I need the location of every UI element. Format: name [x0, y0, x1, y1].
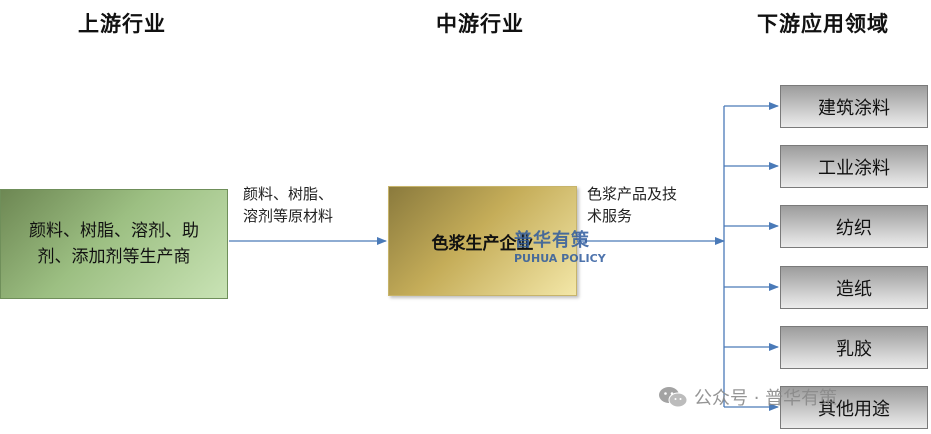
header-downstream: 下游应用领域 [757, 12, 889, 36]
midstream-arrow-label-line2: 术服务 [587, 207, 633, 225]
upstream-node: 颜料、树脂、溶剂、助剂、添加剂等生产商 [0, 189, 228, 299]
midstream-node: 色浆生产企业 [388, 186, 577, 296]
wechat-icon [659, 387, 688, 408]
downstream-item-label: 建筑涂料 [818, 97, 890, 119]
footer-text: 公众号 · 普华有策 [694, 388, 838, 409]
downstream-item-industrial-coatings: 工业涂料 [780, 145, 928, 188]
downstream-item-building-coatings: 建筑涂料 [780, 85, 928, 128]
upstream-arrow-label-line2: 溶剂等原材料 [243, 207, 334, 225]
downstream-item-label: 工业涂料 [818, 157, 890, 179]
upstream-arrow-label-line1: 颜料、树脂、 [243, 185, 334, 203]
header-upstream: 上游行业 [78, 12, 166, 36]
header-midstream: 中游行业 [436, 12, 524, 36]
downstream-item-paper: 造纸 [780, 266, 928, 309]
midstream-node-label: 色浆生产企业 [431, 233, 534, 254]
downstream-item-other: 其他用途 [780, 386, 928, 429]
footer-watermark: 公众号 · 普华有策 [658, 384, 837, 410]
downstream-item-label: 乳胶 [836, 338, 872, 360]
downstream-item-textile: 纺织 [780, 205, 928, 248]
downstream-item-label: 造纸 [836, 278, 872, 300]
upstream-node-label: 颜料、树脂、溶剂、助剂、添加剂等生产商 [29, 221, 199, 267]
downstream-item-label: 其他用途 [818, 398, 890, 420]
upstream-arrow-label: 颜料、树脂、 溶剂等原材料 [243, 183, 333, 227]
midstream-arrow-label: 色浆产品及技 术服务 [587, 183, 677, 227]
midstream-arrow-label-line1: 色浆产品及技 [587, 185, 678, 203]
downstream-item-latex: 乳胶 [780, 326, 928, 369]
downstream-item-label: 纺织 [836, 217, 872, 239]
watermark-en: PUHUA POLICY [514, 252, 606, 265]
watermark-cn: 普华有策 [514, 230, 590, 251]
